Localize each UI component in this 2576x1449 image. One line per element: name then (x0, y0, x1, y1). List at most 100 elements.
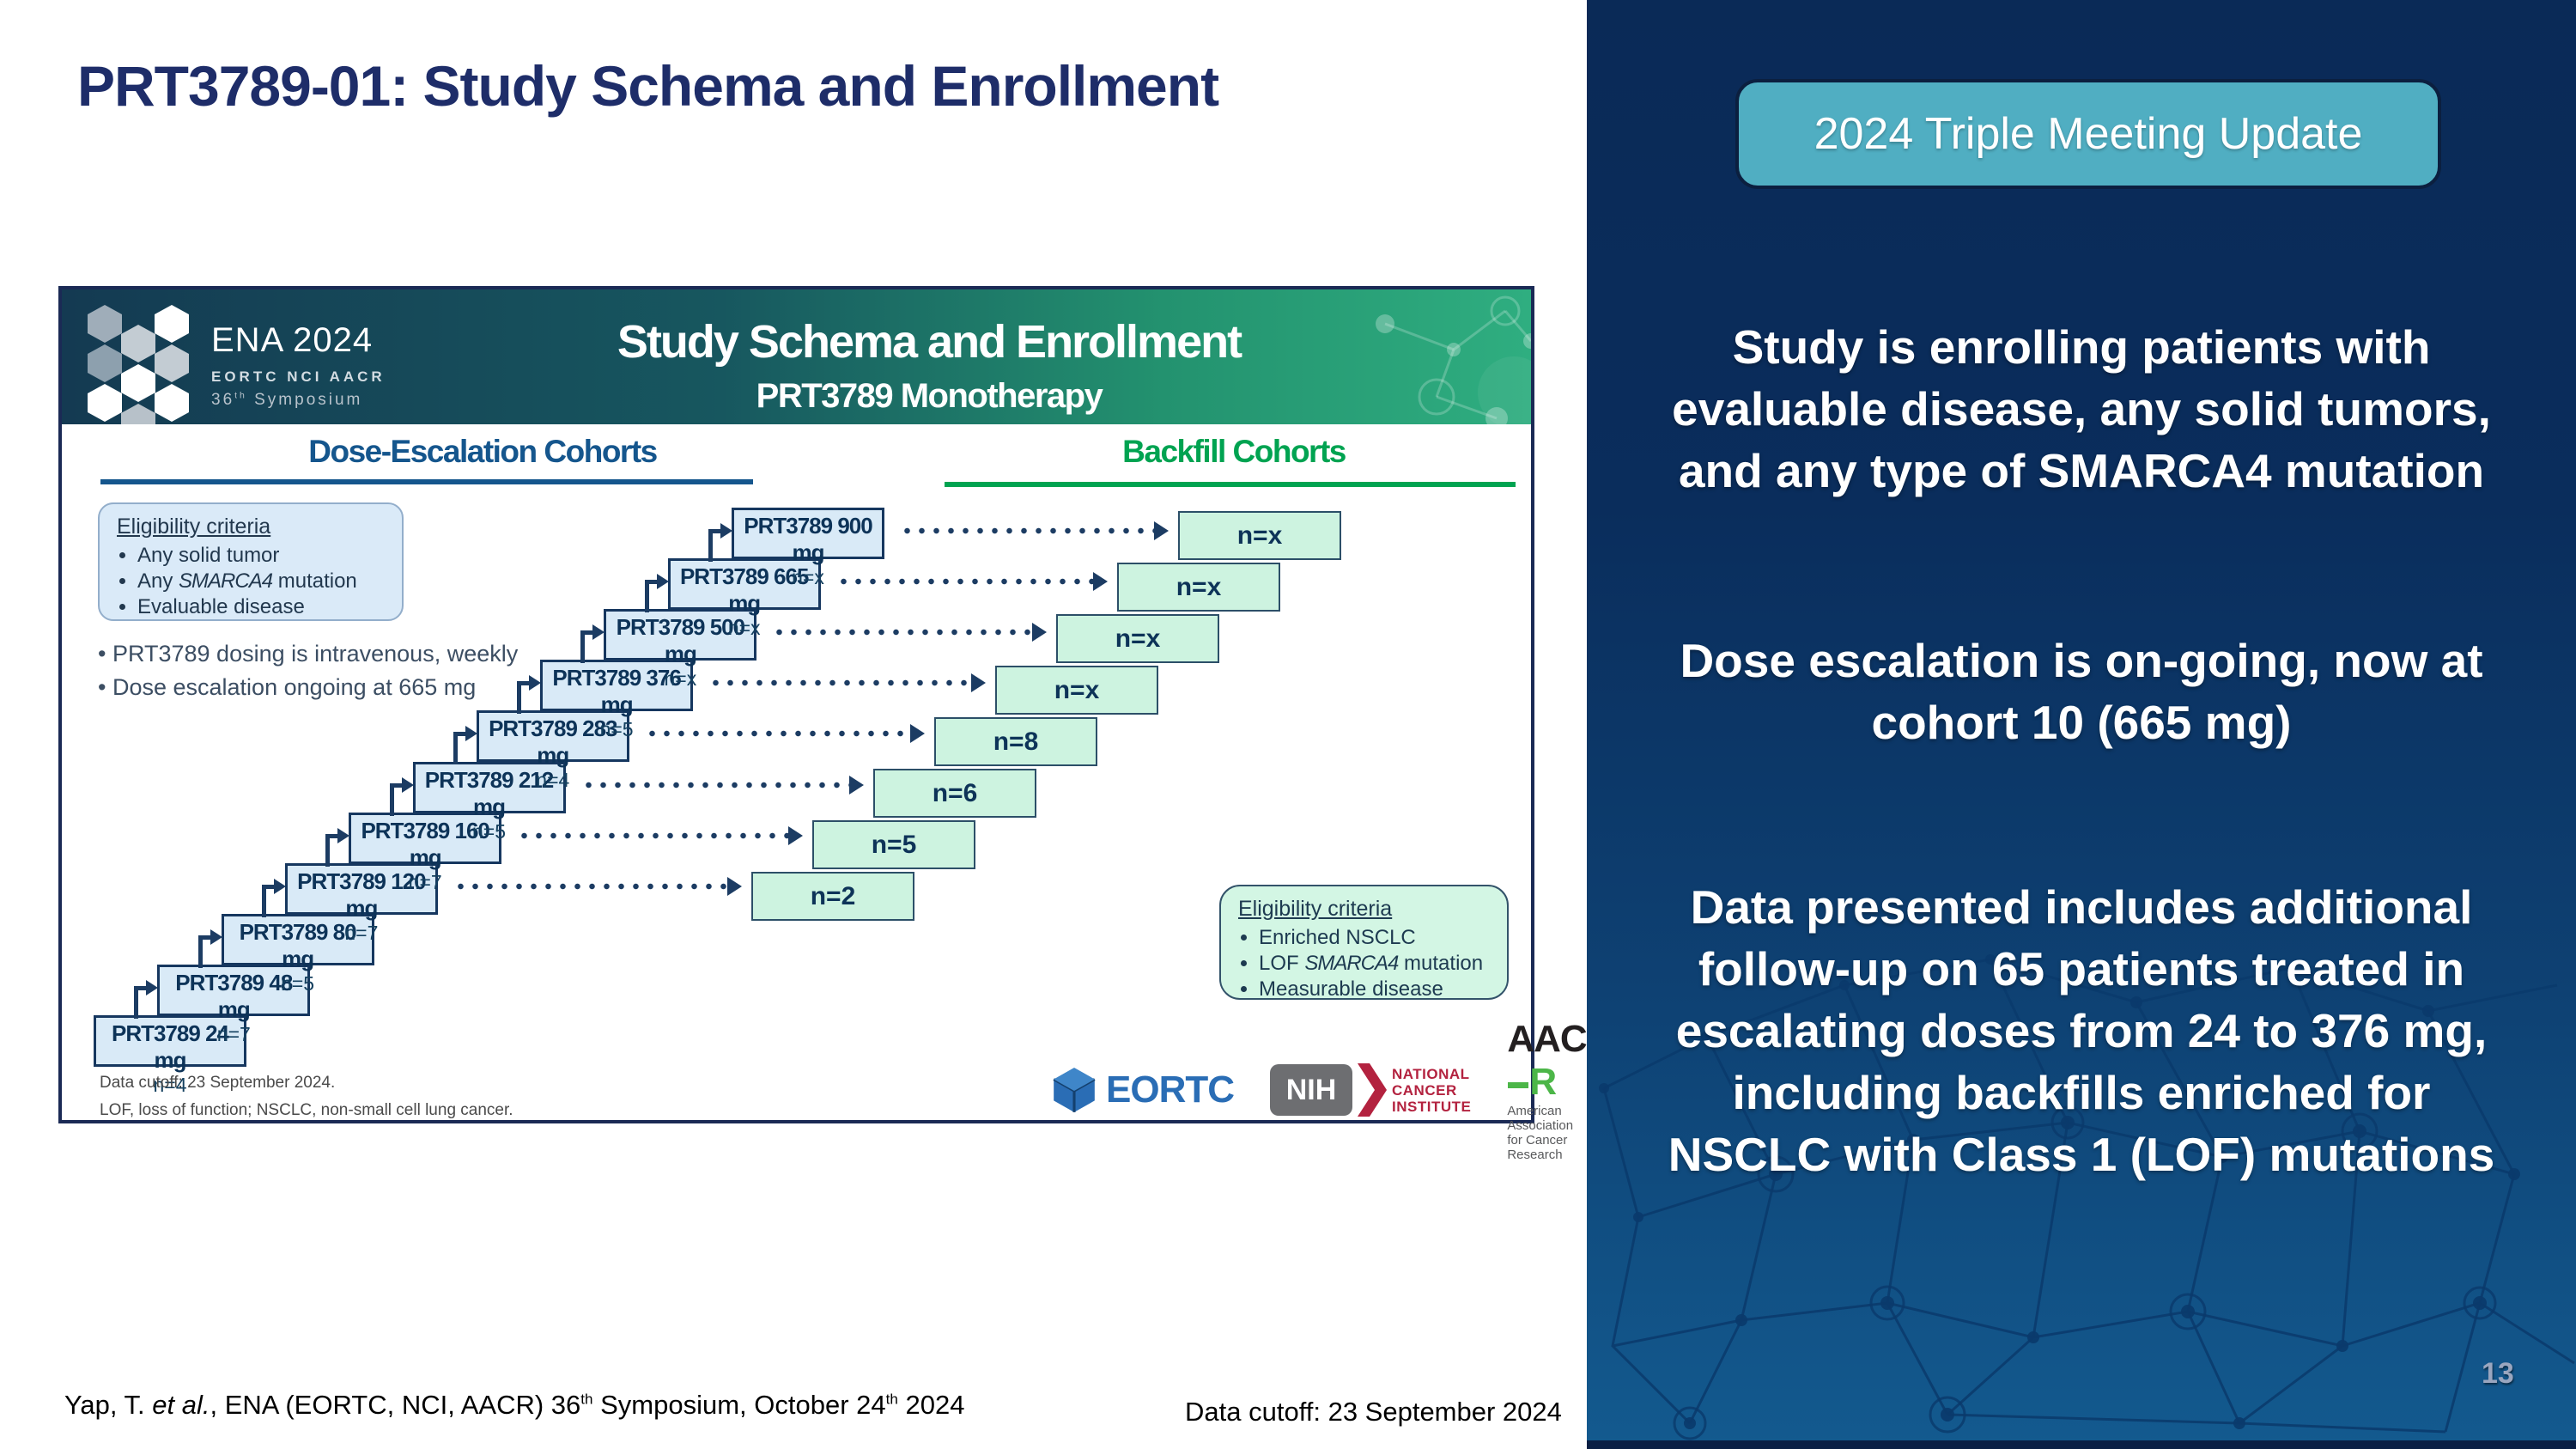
elbow-arrowhead-icon (146, 979, 159, 995)
figure-header: ENA 2024 EORTC NCI AACR 36th Symposium S… (62, 289, 1531, 424)
hexagon-icon (121, 364, 155, 402)
elbow-connector (197, 935, 213, 940)
eligibility-right-item: LOF SMARCA4 mutation (1259, 951, 1490, 977)
elbow-connector (580, 630, 596, 636)
note-item: • Dose escalation ongoing at 665 mg (98, 674, 477, 700)
elbow-connector (453, 734, 458, 765)
elbow-connector (389, 782, 404, 788)
dotted-arrowhead-icon (1032, 623, 1047, 642)
eortc-logo: EORTC (1049, 1065, 1235, 1115)
elbow-connector (517, 681, 532, 686)
nih-mark: NIH (1270, 1064, 1352, 1116)
aacr-logo: AACR American Association for Cancer Res… (1507, 1018, 1587, 1162)
eligibility-left-title: Eligibility criteria (117, 514, 271, 539)
dotted-arrowhead-icon (727, 876, 742, 896)
backfill-box: n=x (1178, 511, 1341, 560)
hexagon-icon (155, 305, 189, 343)
aacr-wordmark: AACR (1507, 1018, 1587, 1103)
elbow-arrowhead-icon (401, 776, 414, 793)
network-decoration (1599, 954, 2575, 1440)
dotted-arrowhead-icon (910, 724, 925, 744)
dotted-arrow (580, 781, 849, 788)
partner-logos: EORTC NIH NATIONAL CANCER INSTITUTE AACR… (1049, 1018, 1588, 1162)
sidebar-text-enrollment: Study is enrolling patients with evaluab… (1672, 320, 2491, 497)
eligibility-right-item: Enriched NSCLC (1259, 925, 1490, 951)
ena-logo-orgs: EORTC NCI AACR (211, 368, 386, 385)
figure-title: Study Schema and Enrollment (617, 316, 1242, 368)
elbow-arrowhead-icon (465, 726, 477, 742)
dotted-arrowhead-icon (788, 825, 803, 845)
note-item: • PRT3789 dosing is intravenous, weekly (98, 641, 519, 667)
elbow-arrowhead-icon (656, 574, 669, 590)
backfill-box: n=x (1056, 614, 1219, 663)
bottom-accent-bar (1587, 1440, 2576, 1449)
ena-logo-title: ENA 2024 (211, 320, 374, 359)
dose-escalation-header: Dose-Escalation Cohorts (308, 434, 658, 469)
elbow-arrowhead-icon (337, 827, 350, 843)
eligibility-right-title: Eligibility criteria (1238, 897, 1393, 921)
figure-footnote: Data cutoff: 23 September 2024. LOF, los… (100, 1074, 513, 1119)
eligibility-right-item: Measurable disease (1259, 977, 1490, 1002)
note-list: • PRT3789 dosing is intravenous, weekly … (98, 637, 518, 704)
eortc-wordmark: EORTC (1106, 1068, 1235, 1111)
backfill-box: n=x (995, 666, 1158, 715)
eligibility-left-item: Any solid tumor (137, 543, 385, 569)
dotted-arrow (835, 578, 1093, 586)
elbow-arrowhead-icon (273, 878, 286, 894)
elbow-connector (197, 936, 203, 968)
sidebar: 2024 Triple Meeting Update Study is enro… (1587, 0, 2576, 1449)
dotted-arrow (644, 730, 910, 738)
study-schema-figure: ENA 2024 EORTC NCI AACR 36th Symposium S… (58, 286, 1588, 1162)
eligibility-left-item: Any SMARCA4 mutation (137, 569, 385, 594)
dose-header-underline (100, 479, 753, 484)
elbow-connector (261, 886, 266, 917)
elbow-connector (517, 683, 522, 715)
backfill-box: n=x (1117, 563, 1280, 612)
nih-chevron-icon (1358, 1063, 1387, 1117)
dotted-arrow (453, 882, 727, 890)
elbow-connector (708, 529, 723, 533)
hexagon-icon (121, 325, 155, 362)
elbow-connector (325, 835, 331, 867)
data-cutoff-note: Data cutoff: 23 September 2024 (1185, 1397, 1562, 1427)
ena-logo-symposium: 36th Symposium (211, 390, 363, 409)
dotted-arrow (772, 629, 1032, 636)
eligibility-box-right: Eligibility criteria Enriched NSCLC LOF … (1219, 885, 1509, 1002)
meeting-update-badge: 2024 Triple Meeting Update (1735, 79, 2441, 189)
nih-nci-logo: NIH NATIONAL CANCER INSTITUTE (1270, 1063, 1471, 1117)
backfill-box: n=5 (812, 820, 975, 869)
dotted-arrow (517, 831, 788, 839)
elbow-connector (325, 833, 341, 838)
dotted-arrowhead-icon (1093, 572, 1108, 592)
figure-subtitle: PRT3789 Monotherapy (756, 377, 1103, 415)
ena-2024-logo: ENA 2024 EORTC NCI AACR 36th Symposium (88, 305, 386, 424)
elbow-arrowhead-icon (720, 523, 732, 539)
nci-text: NATIONAL CANCER INSTITUTE (1392, 1065, 1472, 1115)
sidebar-text-data-presented: Data presented includes additional follo… (1668, 880, 2495, 1181)
eortc-cube-icon (1053, 1068, 1096, 1112)
dotted-arrow (900, 527, 1154, 534)
citation: Yap, T. et al., ENA (EORTC, NCI, AACR) 3… (64, 1390, 965, 1420)
elbow-connector (261, 884, 276, 889)
page-title: PRT3789-01: Study Schema and Enrollment (77, 54, 1219, 118)
hexagon-icon (88, 344, 122, 382)
elbow-connector (580, 632, 586, 664)
elbow-connector (644, 580, 659, 585)
backfill-header: Backfill Cohorts (1122, 434, 1346, 469)
molecule-decoration (1376, 295, 1531, 424)
elbow-arrowhead-icon (210, 928, 222, 945)
backfill-box: n=6 (873, 769, 1036, 818)
dotted-arrowhead-icon (971, 673, 986, 693)
hexagon-grid-icon (88, 305, 192, 424)
sidebar-text-dose-escalation: Dose escalation is on-going, now at coho… (1680, 634, 2483, 749)
dotted-arrow (708, 679, 971, 687)
hexagon-icon (88, 305, 122, 343)
